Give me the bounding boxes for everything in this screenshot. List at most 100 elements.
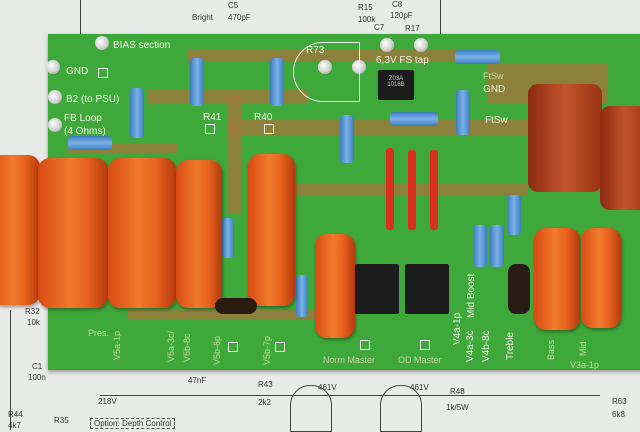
solder-pad — [228, 342, 238, 352]
label-treble: Treble — [505, 332, 516, 360]
potentiometer-od-master — [405, 264, 449, 314]
label-fs-tap: 6,3V FS tap — [376, 55, 429, 66]
resistor — [68, 136, 112, 150]
label-v4b-8c: V4b-8c — [481, 330, 492, 362]
label-fb-ohms: (4 Ohms) — [64, 126, 106, 137]
schematic-label: R17 — [405, 24, 420, 33]
orange-capacitor — [534, 228, 580, 330]
box-capacitor — [528, 84, 602, 192]
copper-trace — [68, 144, 178, 154]
r73-outline — [293, 42, 360, 102]
schematic-label: 120pF — [390, 11, 413, 20]
resistor — [270, 58, 284, 106]
schematic-label: 100k — [358, 15, 376, 24]
label-od-master: OD Master — [398, 355, 442, 365]
label-v5b-7p: V5b-7p — [262, 335, 272, 365]
schematic-line — [440, 0, 441, 35]
schematic-label: C5 — [228, 1, 239, 10]
schematic-line — [100, 395, 600, 396]
schematic-label: 218V — [98, 397, 117, 406]
potentiometer-norm-master — [355, 264, 399, 314]
label-v4a-3c: V4a-3c — [465, 330, 476, 362]
copper-trace — [228, 119, 528, 135]
label-mid: Mid — [578, 341, 588, 356]
label-b2: B2 (to PSU) — [66, 94, 120, 105]
schematic-line — [10, 310, 11, 430]
film-capacitor — [386, 148, 394, 230]
film-capacitor — [430, 150, 438, 230]
resistor — [390, 112, 438, 126]
orange-capacitor — [38, 158, 108, 308]
terminal-post — [46, 60, 60, 74]
terminal-post — [48, 118, 62, 132]
copper-trace — [188, 49, 468, 61]
tube-symbol — [380, 385, 422, 432]
solder-pad — [98, 68, 108, 78]
schematic-label: 47nF — [188, 376, 207, 385]
label-v5b-8c: V5b-8c — [182, 333, 192, 362]
ceramic-capacitor — [508, 264, 530, 314]
label-r40: R40 — [254, 112, 273, 123]
resistor — [340, 115, 354, 163]
schematic-label: 2k2 — [258, 398, 271, 407]
schematic-line — [80, 0, 81, 35]
schematic-label: R32 — [25, 307, 40, 316]
orange-capacitor — [108, 158, 176, 308]
label-norm-master: Norm Master — [323, 355, 376, 365]
orange-capacitor — [0, 155, 40, 305]
schematic-label: R48 — [450, 387, 465, 396]
schematic-label: 461V — [410, 383, 429, 392]
schematic-label: Option: Depth Control — [90, 418, 176, 429]
orange-capacitor — [248, 154, 295, 306]
terminal-post — [48, 90, 62, 104]
label-r41: R41 — [203, 112, 222, 123]
schematic-label: C8 — [392, 0, 403, 9]
resistor — [130, 88, 144, 138]
label-bias-section: BIAS section — [113, 40, 171, 51]
terminal-post — [414, 38, 428, 52]
tube-symbol — [290, 385, 332, 432]
schematic-label: 1k/5W — [446, 403, 469, 412]
schematic-label: R63 — [612, 397, 627, 406]
resistor — [490, 225, 504, 267]
schematic-label: 10k — [27, 318, 40, 327]
chip-marking: Z03A — [388, 76, 404, 82]
schematic-label: Bright — [192, 13, 213, 22]
schematic-label: C7 — [374, 23, 385, 32]
optocoupler-chip: Z03A 1018B — [378, 70, 414, 100]
solder-pad — [420, 340, 430, 350]
solder-pad — [275, 342, 285, 352]
label-v5a-3c: V5a-3c/ — [166, 330, 176, 362]
orange-capacitor — [176, 160, 222, 308]
box-capacitor — [600, 106, 640, 210]
label-gnd: GND — [66, 66, 89, 77]
label-mid-boost: Mid Boost — [466, 273, 477, 318]
schematic-label: 4k7 — [8, 421, 21, 430]
schematic-label: R43 — [258, 380, 273, 389]
resistor — [222, 218, 234, 258]
schematic-label: R15 — [358, 3, 373, 12]
schematic-label: R44 — [8, 410, 23, 419]
orange-capacitor — [581, 228, 621, 328]
label-ftsw-gnd: FtSw — [483, 71, 504, 81]
terminal-post — [380, 38, 394, 52]
schematic-label: R35 — [54, 416, 69, 425]
resistor — [455, 50, 500, 64]
label-v5a-1p: V5a-1p — [112, 330, 122, 360]
schematic-label: 461V — [318, 383, 337, 392]
label-v5b-6p: V5b-6p — [212, 335, 222, 365]
terminal-post — [95, 36, 109, 50]
copper-trace — [128, 309, 328, 319]
copper-trace — [228, 94, 242, 214]
label-ftsw: FtSw — [485, 115, 508, 126]
orange-capacitor — [315, 234, 355, 338]
schematic-label: 100n — [28, 373, 46, 382]
label-ftsw-gnd-2: GND — [483, 84, 506, 95]
chip-marking: 1018B — [387, 82, 405, 88]
schematic-label: C1 — [32, 362, 43, 371]
label-pres: Pres. — [88, 328, 110, 338]
resistor — [507, 195, 521, 235]
film-capacitor — [408, 150, 416, 230]
resistor — [190, 58, 204, 106]
schematic-label: 470pF — [228, 13, 251, 22]
